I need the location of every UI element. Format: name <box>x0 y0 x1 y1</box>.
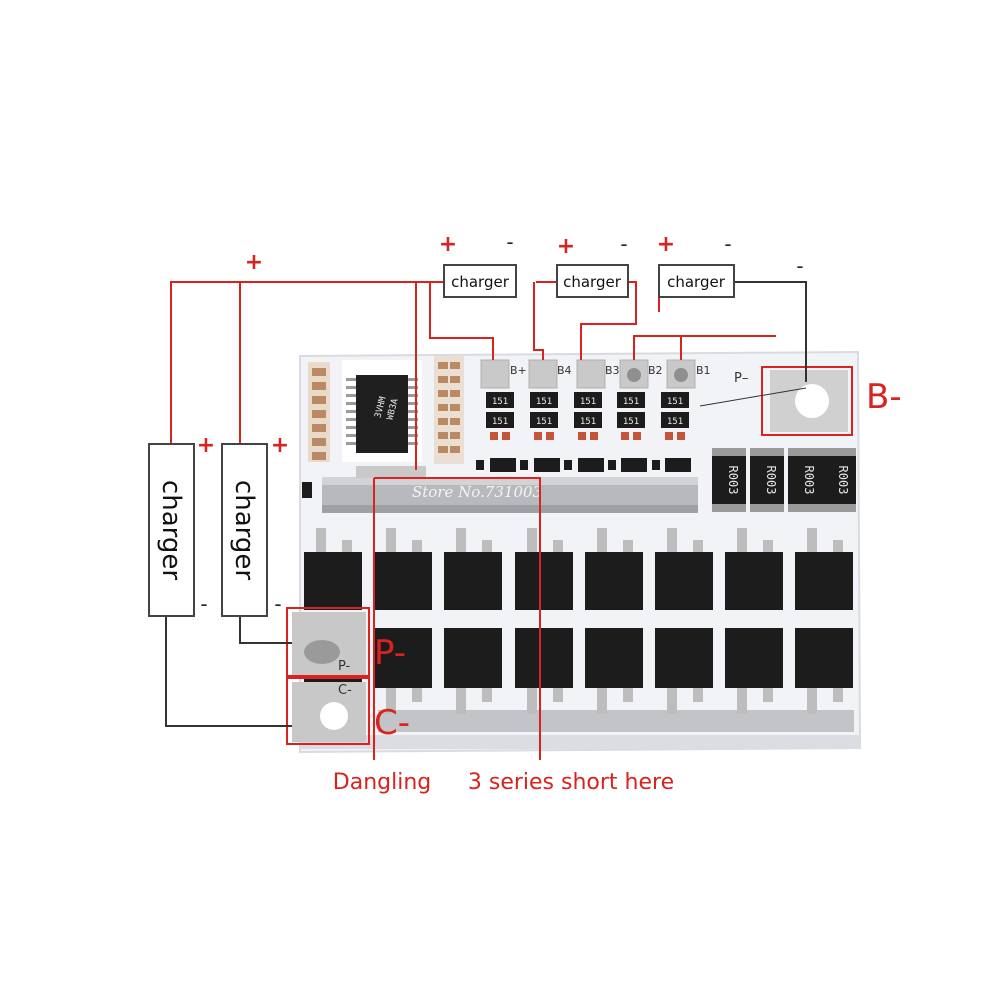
mosfet-bottom <box>515 628 573 714</box>
pad-b3 <box>576 359 606 389</box>
c-minus-callout-box <box>286 677 370 745</box>
b-minus-small-label: P– <box>734 371 748 386</box>
resistor-mark: 151 <box>492 417 508 427</box>
resistor-mark: 151 <box>667 397 683 407</box>
series-short-label: 3 series short here <box>468 770 674 795</box>
bms-ic-chip: 3VHM WB3A <box>342 356 464 478</box>
charger-top-4: charger + - <box>556 232 629 298</box>
p-minus-small-label: P- <box>338 659 351 674</box>
resistor-mark: 151 <box>623 417 639 427</box>
charger-plus-sign: + <box>657 232 675 257</box>
mosfet-top <box>374 528 432 610</box>
charger-minus-sign: - <box>620 232 627 256</box>
resistor-mark: 151 <box>623 397 639 407</box>
mosfet-top <box>515 528 573 610</box>
p-minus-label: P- <box>374 633 406 673</box>
pad-b4 <box>528 359 558 389</box>
charger-label: charger <box>229 480 259 580</box>
mosfet-top <box>585 528 643 610</box>
bottom-busbar-strip <box>378 710 854 732</box>
watermark-text: Store No.731003 <box>412 483 542 501</box>
charger-minus-sign: - <box>200 592 207 616</box>
resistor-mark: 151 <box>580 397 596 407</box>
c-minus-label: C- <box>374 703 410 743</box>
shunt-resistors: R003 R003 R003 R003 <box>712 448 856 512</box>
wiring <box>165 281 807 760</box>
left-component-column <box>302 362 330 498</box>
mosfet-bottom <box>725 628 783 714</box>
mosfet-top <box>795 528 853 610</box>
pad-label-b1: B1 <box>696 364 711 377</box>
charger-plus-sign: + <box>271 433 289 458</box>
charger-minus-sign: - <box>724 232 731 256</box>
shunt-mark: R003 <box>802 466 816 495</box>
mosfet-top <box>444 528 502 610</box>
pad-b-plus <box>480 359 510 389</box>
charger-left-1: charger + - <box>148 433 215 617</box>
dangling-label: Dangling <box>333 770 431 795</box>
charger-plus-sign: + <box>439 232 457 257</box>
mosfet-bottom <box>585 628 643 714</box>
top-plus-sign: + <box>245 250 263 275</box>
charger-top-5: charger + - <box>657 232 735 298</box>
resistor-mark: 151 <box>580 417 596 427</box>
charger-left-2: charger + - <box>221 433 289 617</box>
mosfet-bottom <box>444 628 502 714</box>
charger-label: charger <box>563 273 622 291</box>
mosfet-bottom <box>795 628 853 714</box>
charger-minus-sign: - <box>274 592 281 616</box>
balance-pads: B+ B4 B3 B2 B1 <box>480 359 711 389</box>
pad-label-b3: B3 <box>605 364 620 377</box>
charger-label: charger <box>667 273 726 291</box>
b-minus-label: B- <box>866 377 902 417</box>
pad-label-b-plus: B+ <box>510 364 527 377</box>
c-minus-small-label: C- <box>338 683 352 698</box>
resistor-mark: 151 <box>536 397 552 407</box>
mosfet-top <box>725 528 783 610</box>
mosfet-top <box>304 528 362 610</box>
charger-plus-sign: + <box>557 234 575 259</box>
p-minus-terminal: P- <box>292 612 366 676</box>
pad-label-b2: B2 <box>648 364 663 377</box>
shunt-mark: R003 <box>836 466 850 495</box>
b-minus-terminal: P– <box>734 370 848 432</box>
pad-label-b4: B4 <box>557 364 572 377</box>
resistor-mark: 151 <box>667 417 683 427</box>
shunt-mark: R003 <box>764 466 778 495</box>
charger-top-3: charger + - <box>439 230 517 298</box>
mosfet-bottom <box>374 628 432 714</box>
c-minus-terminal: C- <box>292 682 366 742</box>
charger-label: charger <box>156 480 186 580</box>
resistor-mark: 151 <box>536 417 552 427</box>
resistor-mark: 151 <box>492 397 508 407</box>
top-minus-sign: - <box>796 254 803 278</box>
charger-plus-sign: + <box>197 433 215 458</box>
shunt-mark: R003 <box>726 466 740 495</box>
resistor-array: 151 151 151 151 151 151 151 151 151 151 <box>476 392 691 472</box>
charger-minus-sign: - <box>506 230 513 254</box>
charger-label: charger <box>451 273 510 291</box>
mosfet-top <box>655 528 713 610</box>
mosfet-bottom <box>655 628 713 714</box>
